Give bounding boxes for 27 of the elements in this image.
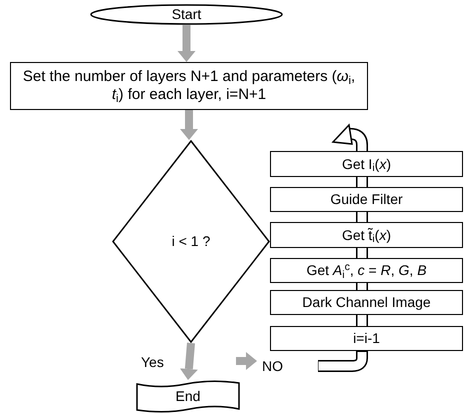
node-text: Set the number of layers N+1 and parameters (ω$_{i}$, t$_{i}$) for each layer, i=N+1 [22, 68, 356, 104]
process-box [270, 187, 463, 212]
decision-diamond [112, 140, 270, 343]
rail-connector [356, 176, 368, 188]
process-box [270, 151, 463, 177]
node-text: i < 1 ? [172, 233, 210, 250]
rail-connector [356, 314, 368, 327]
rail-connector [356, 211, 368, 223]
loop-arrow [236, 351, 368, 372]
node-text: Get I$_{i}$(x) [342, 156, 392, 172]
node-text: Get t̃$_{i}$(x) [342, 226, 392, 244]
node-text: Dark Channel Image [302, 294, 431, 311]
arrow [183, 342, 195, 380]
terminal-ellipse [90, 4, 283, 25]
node-text: i=i-1 [353, 330, 380, 347]
node-text: Get A$_{i}$$^{c}$, c = R, G, B [306, 262, 427, 279]
node-text: Guide Filter [330, 191, 403, 208]
process-box [270, 258, 463, 283]
process-box [270, 290, 463, 315]
node-text: Start [172, 6, 202, 23]
terminal-document [136, 380, 240, 413]
node-text: End [176, 388, 200, 405]
process-box [270, 326, 463, 351]
loop-arrow [331, 123, 368, 152]
process-box [270, 222, 463, 248]
rail-connector [356, 247, 368, 259]
process-box [10, 62, 368, 110]
